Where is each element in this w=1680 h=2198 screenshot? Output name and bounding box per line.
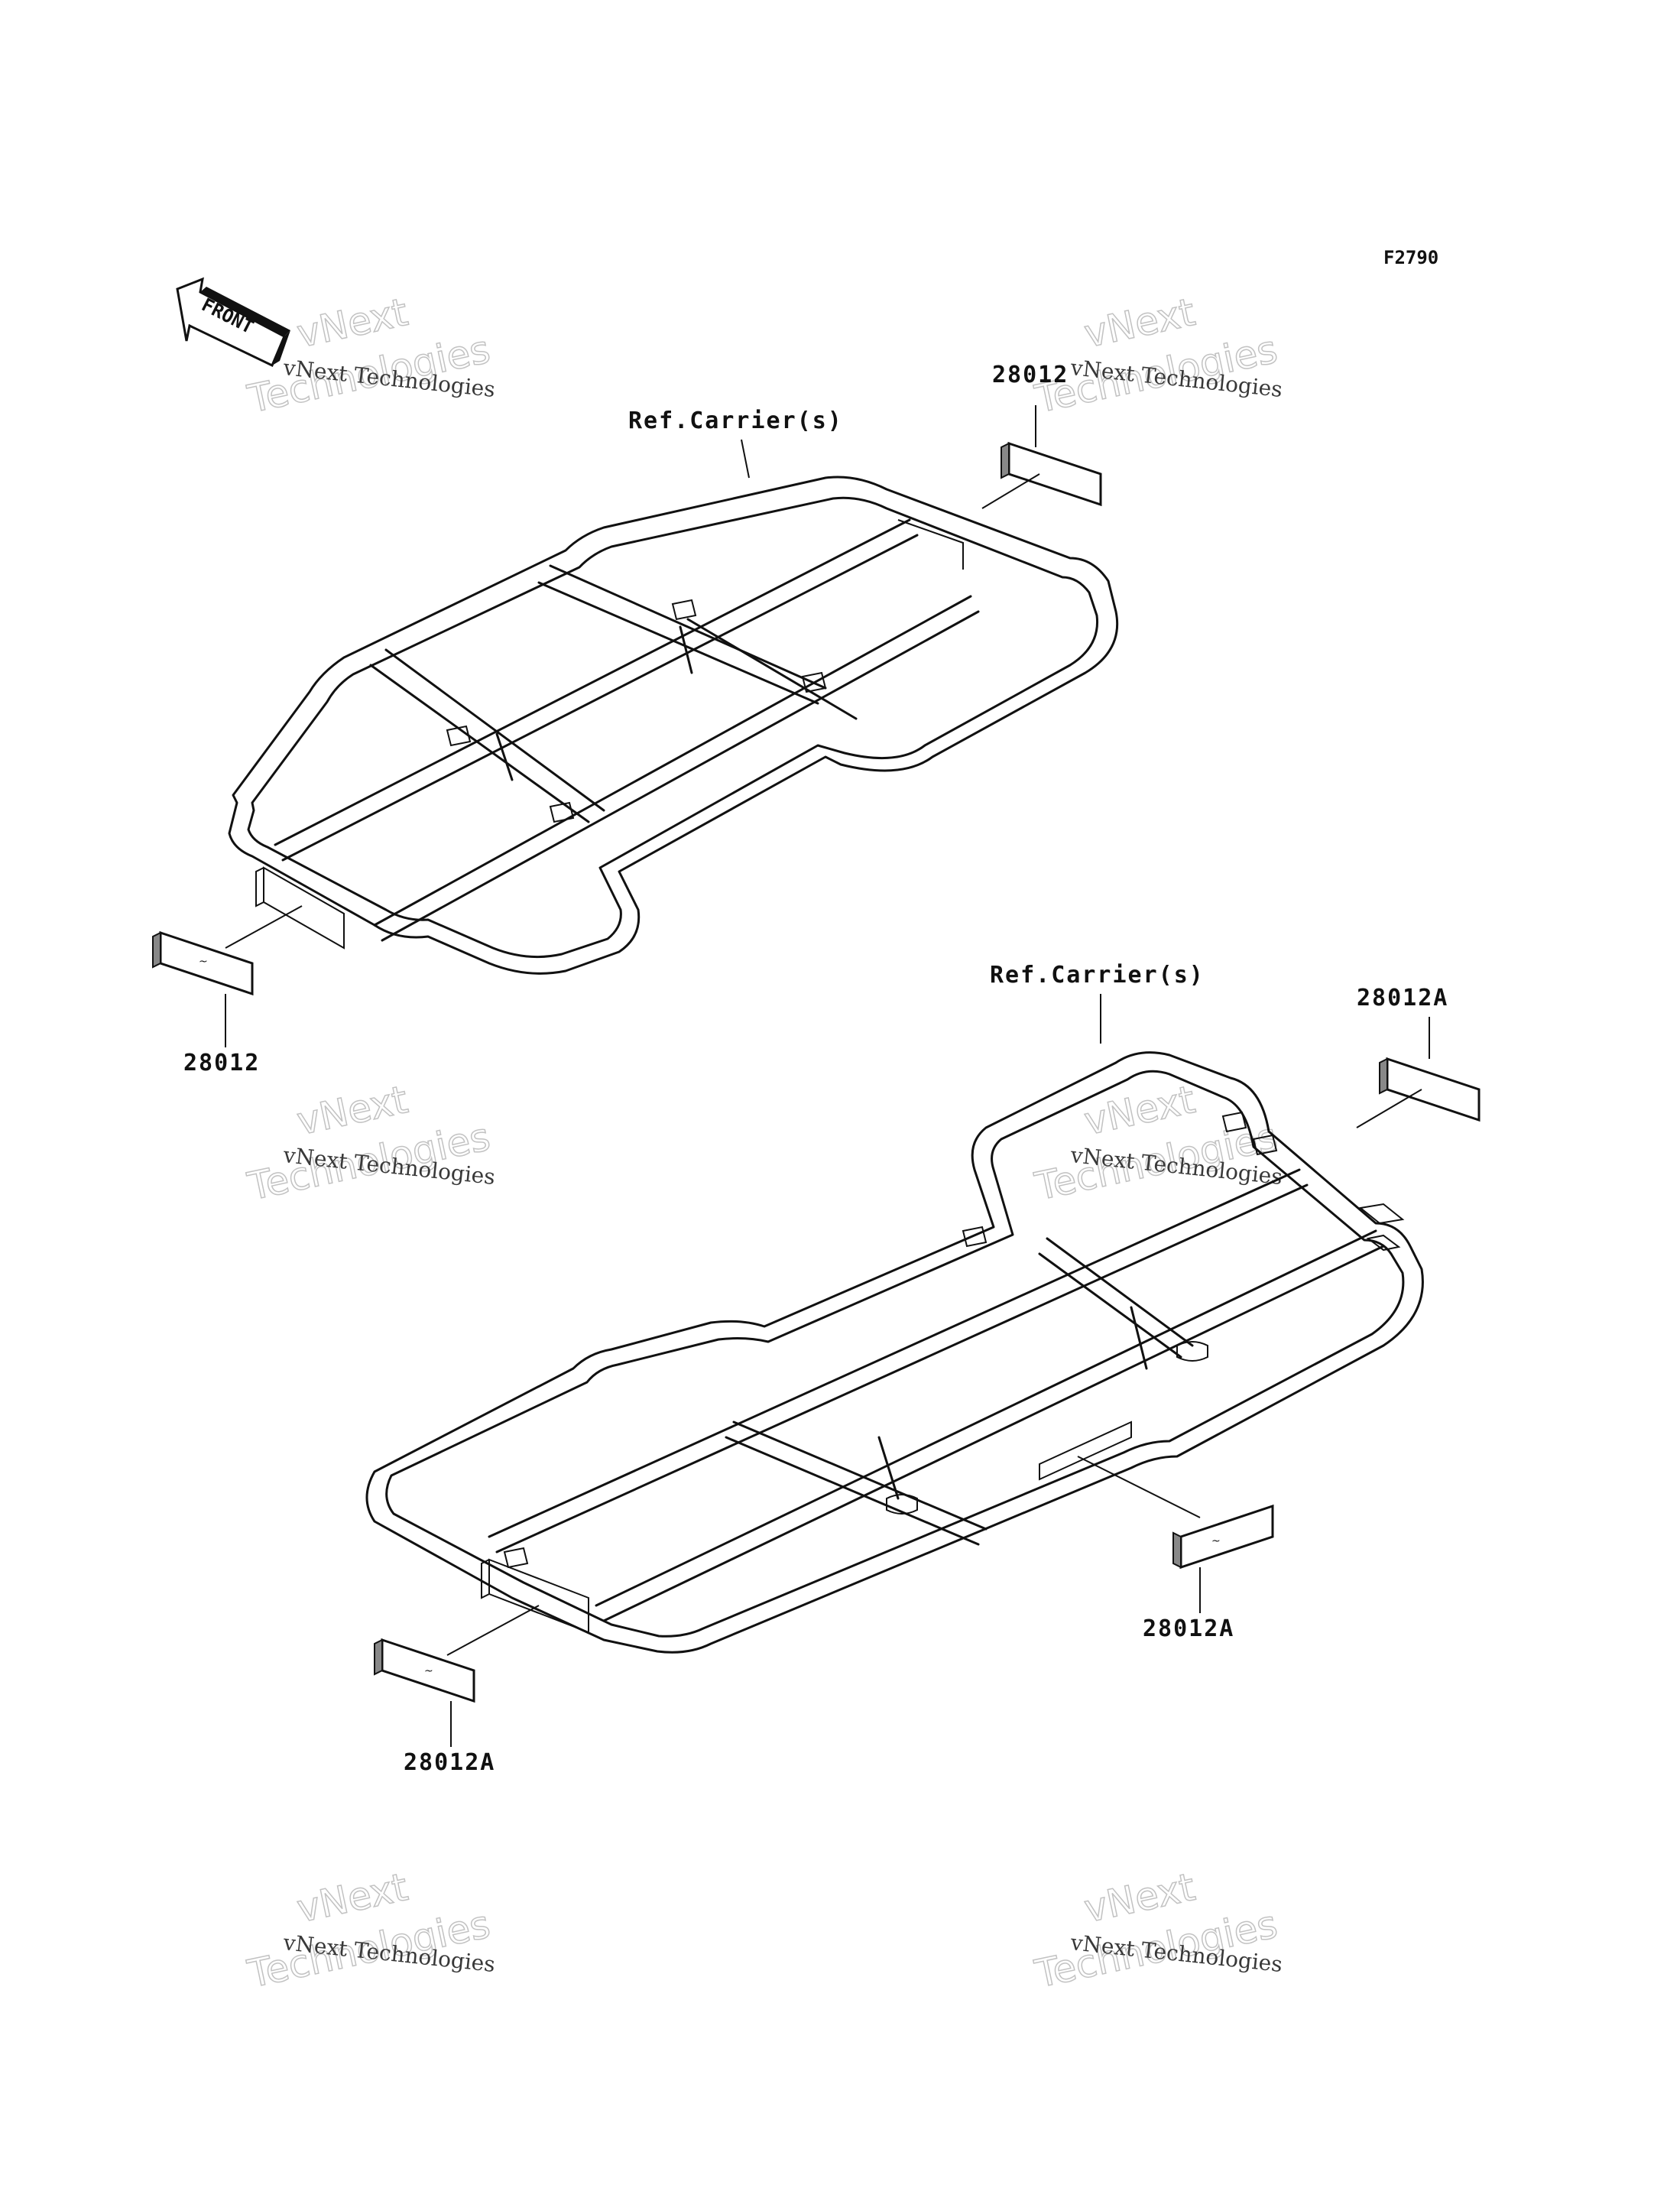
- part-number-28012A-bottom-right: 28012A: [1143, 1615, 1234, 1642]
- part-number-28012-top: 28012: [992, 362, 1069, 388]
- bottom-ref-label: Ref.Carrier(s): [990, 962, 1205, 989]
- part-number-28012A-bottom-left: 28012A: [404, 1749, 495, 1776]
- decal-top-right: [1001, 441, 1102, 507]
- svg-text:~: ~: [424, 1665, 433, 1677]
- decal-28012A-bottom-right: ~: [1172, 1504, 1274, 1570]
- bottom-carrier: [365, 1051, 1424, 1654]
- decal-28012A-bottom-left: ~: [374, 1638, 475, 1703]
- figure-id: F2790: [1383, 247, 1438, 268]
- decal-bottom-left: ~: [152, 930, 254, 996]
- svg-text:~: ~: [199, 956, 208, 968]
- part-number-28012A-top: 28012A: [1357, 985, 1448, 1011]
- part-number-28012-bottom: 28012: [183, 1050, 260, 1076]
- watermark: vNext Technologies vNext Technologies vN…: [243, 289, 1283, 1997]
- front-arrow-icon: FRONT: [176, 277, 290, 368]
- svg-text:~: ~: [1211, 1535, 1221, 1547]
- decal-28012A-top-right: [1379, 1057, 1481, 1122]
- top-ref-leader: [741, 439, 750, 479]
- top-carrier: [228, 476, 1119, 975]
- top-ref-label: Ref.Carrier(s): [628, 407, 843, 434]
